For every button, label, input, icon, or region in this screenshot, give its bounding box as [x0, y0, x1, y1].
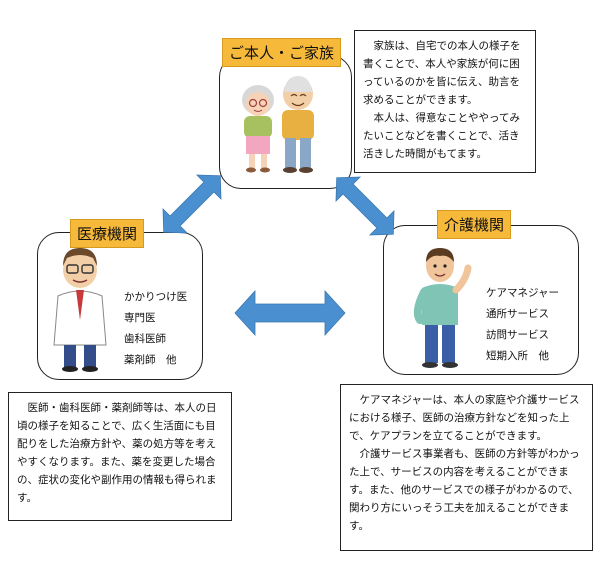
medical-label: 医療機関	[70, 219, 145, 248]
list-item: 歯科医師	[124, 333, 166, 345]
list-item: 通所サービス	[486, 308, 549, 320]
arrow-family-medical	[162, 174, 222, 234]
list-item: 訪問サービス	[486, 329, 549, 341]
care-text-1: ケアマネジャーは、本人の家庭や介護サービスにおける様子、医師の治療方針などを知っ…	[349, 394, 580, 442]
care-label: 介護機関	[437, 210, 512, 239]
list-item: 短期入所 他	[486, 350, 549, 362]
list-item: ケアマネジャー	[486, 287, 559, 299]
care-text-box: ケアマネジャーは、本人の家庭や介護サービスにおける様子、医師の治療方針などを知っ…	[340, 384, 593, 551]
family-label: ご本人・ご家族	[222, 38, 342, 67]
care-roles: ケアマネジャー 通所サービス 訪問サービス 短期入所 他	[486, 283, 559, 367]
list-item: 専門医	[124, 312, 156, 324]
care-text-2: 介護サービス事業者も、医師の方針等がわかった上で、サービスの内容を考えることがで…	[349, 448, 580, 532]
family-text-box: 家族は、自宅での本人の様子を書くことで、本人や家族が何に困っているのかを皆に伝え…	[354, 30, 536, 173]
arrow-family-care	[335, 176, 395, 236]
arrow-medical-care	[234, 289, 346, 337]
list-item: かかりつけ医	[124, 291, 188, 303]
medical-roles: かかりつけ医 専門医 歯科医師 薬剤師 他	[124, 287, 187, 371]
medical-text-1: 医師・歯科医師・薬剤師等は、本人の日頃の様子を知ることで、広く生活面にも目配りを…	[17, 402, 217, 504]
family-text-1: 家族は、自宅での本人の様子を書くことで、本人や家族が何に困っているのかを皆に伝え…	[363, 40, 521, 106]
list-item: 薬剤師 他	[124, 354, 177, 366]
medical-text-box: 医師・歯科医師・薬剤師等は、本人の日頃の様子を知ることで、広く生活面にも目配りを…	[8, 392, 232, 521]
family-text-2: 本人は、得意なことややってみたいことなどを書くことで、活き活きした時間がもてます…	[363, 112, 520, 160]
